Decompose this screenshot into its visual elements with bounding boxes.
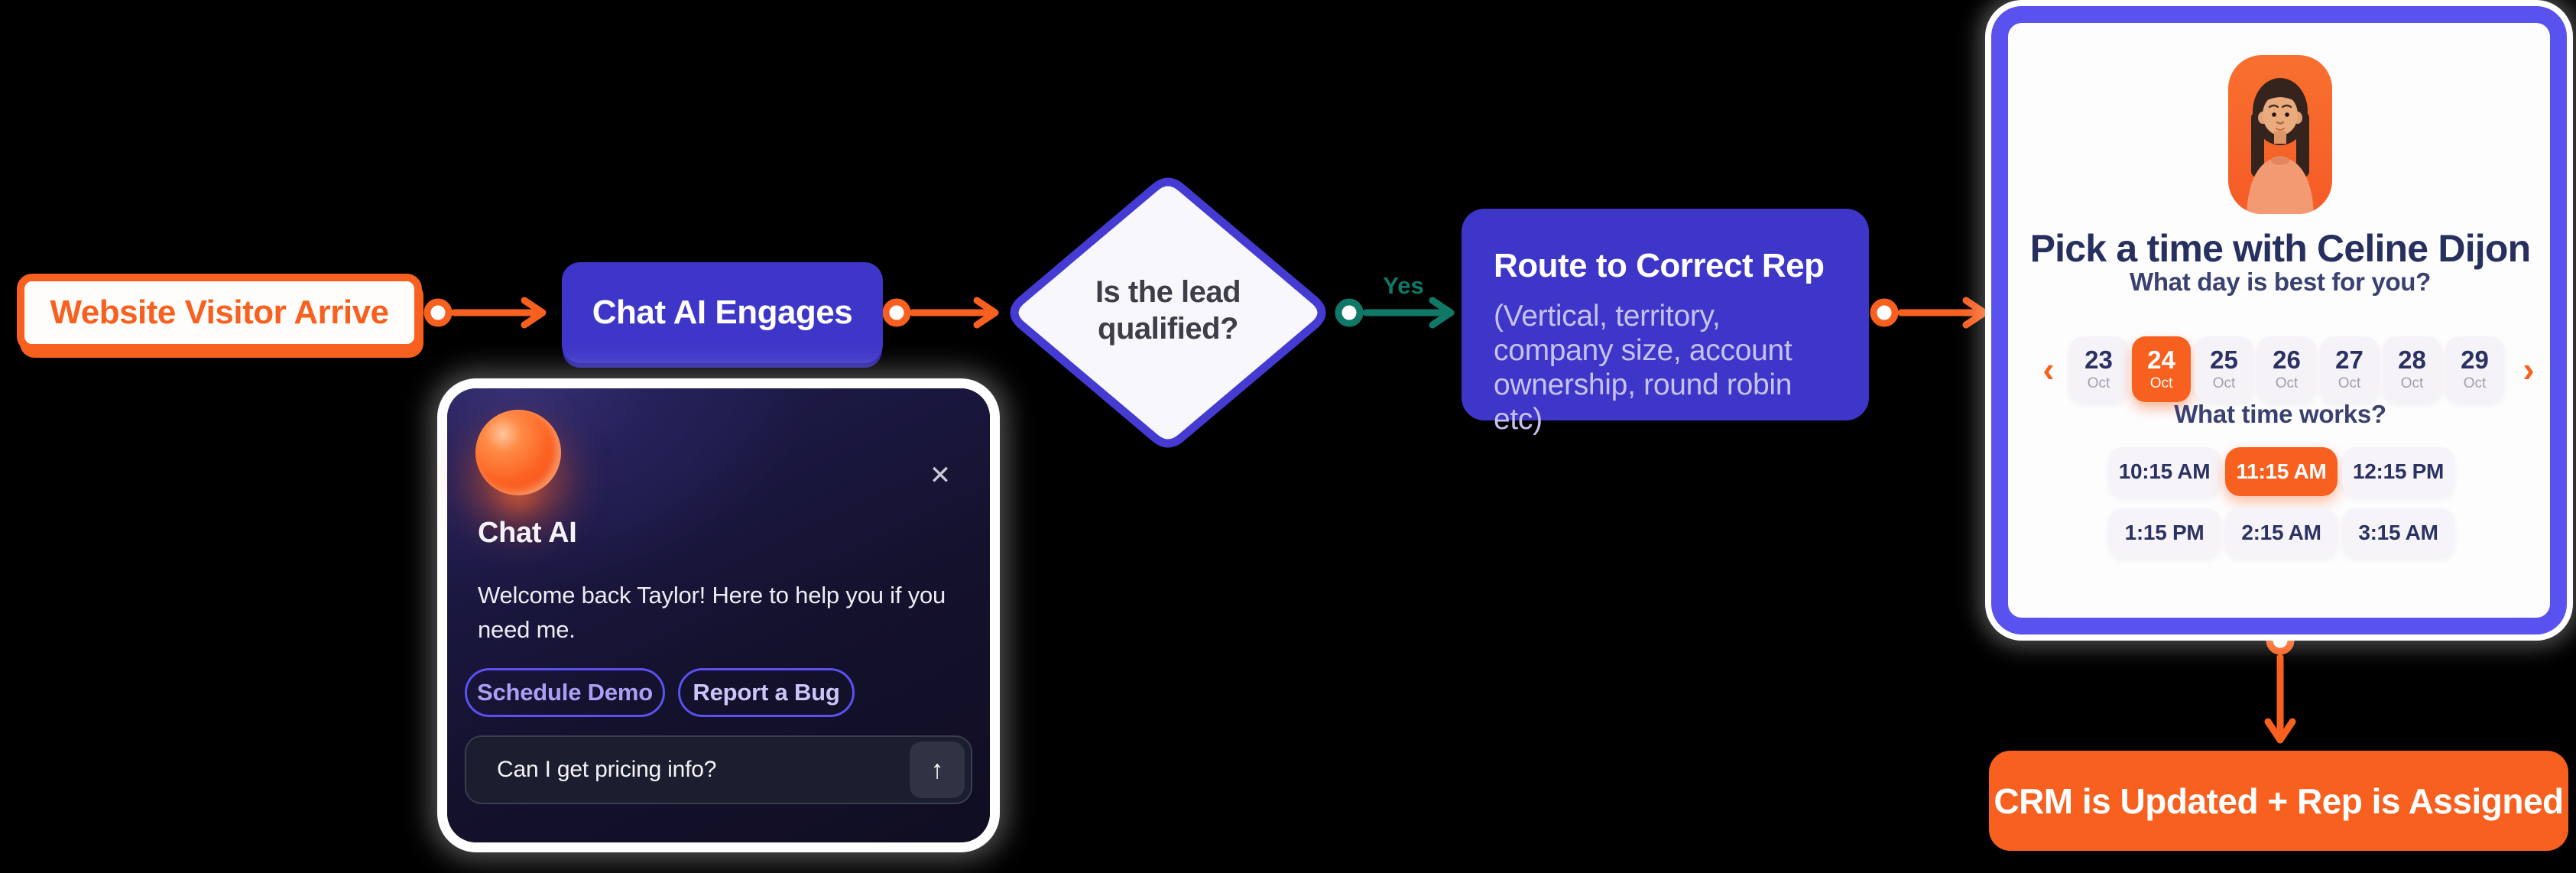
- node-crm-label: CRM is Updated + Rep is Assigned: [1994, 781, 2564, 821]
- time-chip-1015am[interactable]: 10:15 AM: [2108, 447, 2221, 496]
- chat-widget-title: Chat AI: [478, 517, 577, 549]
- day-month: Oct: [2338, 375, 2361, 391]
- decision-line1: Is the lead: [1095, 275, 1241, 309]
- chat-welcome-message: Welcome back Taylor! Here to help you if…: [478, 582, 946, 643]
- quick-reply-schedule-demo[interactable]: Schedule Demo: [465, 668, 665, 717]
- node-route-to-rep: Route to Correct Rep (Vertical, territor…: [1462, 209, 1869, 436]
- day-chip-25[interactable]: 25 Oct: [2195, 336, 2253, 402]
- scheduler-day-question: What day is best for you?: [2129, 268, 2432, 296]
- quick-reply-schedule-demo-label: Schedule Demo: [477, 679, 653, 706]
- day-month: Oct: [2463, 375, 2487, 391]
- day-number: 29: [2461, 345, 2489, 374]
- rep-avatar-illustration: [2247, 78, 2314, 214]
- node-decision-label: Is the lead qualified?: [1053, 274, 1283, 347]
- day-chip-26[interactable]: 26 Oct: [2257, 336, 2316, 402]
- day-number: 23: [2084, 345, 2113, 374]
- node-crm-updated: CRM is Updated + Rep is Assigned: [1989, 751, 2568, 851]
- rep-avatar: [2228, 55, 2332, 214]
- chat-input-value: Can I get pricing info?: [497, 757, 717, 782]
- day-month: Oct: [2275, 375, 2299, 391]
- node-route-subtitle: (Vertical, territory, company size, acco…: [1494, 300, 1792, 436]
- chat-message-input[interactable]: Can I get pricing info?: [465, 735, 972, 804]
- quick-reply-report-bug[interactable]: Report a Bug: [678, 668, 855, 717]
- node-website-visitor-label: Website Visitor Arrive: [50, 294, 389, 331]
- day-month: Oct: [2400, 375, 2424, 391]
- day-number: 27: [2335, 345, 2363, 374]
- day-chip-24-selected[interactable]: 24 Oct: [2132, 336, 2191, 402]
- day-number: 25: [2210, 345, 2238, 374]
- node-chat-ai-engages-label: Chat AI Engages: [592, 294, 853, 331]
- chevron-right-icon[interactable]: ›: [2522, 349, 2535, 389]
- send-button[interactable]: ↑: [910, 742, 965, 798]
- day-number: 24: [2147, 345, 2175, 374]
- time-chip-115pm[interactable]: 1:15 PM: [2108, 508, 2221, 557]
- day-chip-28[interactable]: 28 Oct: [2383, 336, 2441, 402]
- send-arrow-icon: ↑: [930, 755, 944, 784]
- scheduler-title: Pick a time with Celine Dijon: [2029, 227, 2532, 270]
- chevron-left-icon[interactable]: ‹: [2042, 349, 2055, 389]
- chat-ai-orb-icon: [475, 410, 561, 495]
- day-chip-27[interactable]: 27 Oct: [2320, 336, 2379, 402]
- time-chip-1215pm[interactable]: 12:15 PM: [2342, 447, 2454, 496]
- time-chip-215am[interactable]: 2:15 AM: [2225, 508, 2338, 557]
- edge-yes-label: Yes: [1383, 272, 1424, 299]
- node-website-visitor: Website Visitor Arrive: [17, 274, 422, 352]
- quick-reply-report-bug-label: Report a Bug: [693, 679, 840, 706]
- time-chip-315am[interactable]: 3:15 AM: [2342, 508, 2454, 557]
- node-chat-ai-engages: Chat AI Engages: [562, 262, 883, 363]
- time-chip-1115am-selected[interactable]: 11:15 AM: [2225, 447, 2338, 496]
- close-icon[interactable]: ✕: [929, 461, 952, 490]
- day-month: Oct: [2149, 375, 2173, 391]
- day-month: Oct: [2087, 375, 2110, 391]
- day-number: 28: [2398, 345, 2426, 374]
- node-route-title: Route to Correct Rep: [1494, 247, 1825, 284]
- day-chip-29[interactable]: 29 Oct: [2445, 336, 2504, 402]
- decision-line2: qualified?: [1098, 312, 1238, 346]
- scheduler-time-question: What time works?: [2174, 400, 2386, 428]
- day-number: 26: [2273, 345, 2301, 374]
- day-chip-23[interactable]: 23 Oct: [2069, 336, 2128, 402]
- day-month: Oct: [2212, 375, 2236, 391]
